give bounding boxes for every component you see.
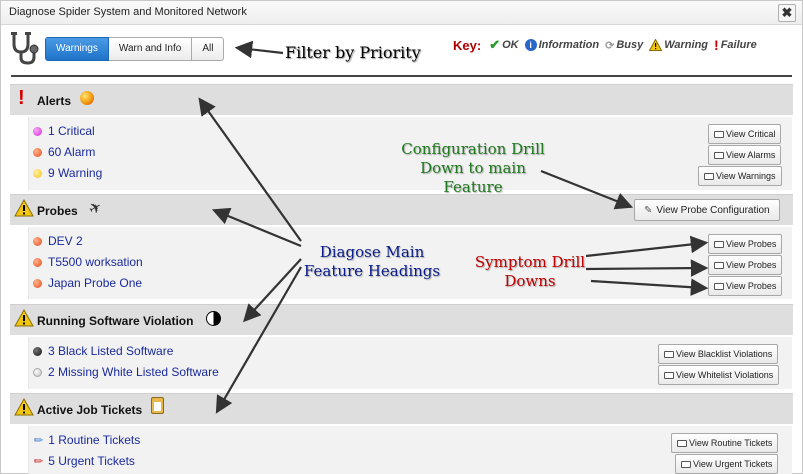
warning-icon — [14, 199, 34, 217]
annotation-feature-headings: Diagose Main Feature Headings — [303, 243, 441, 280]
annotation-symptom: Symptom Drill Downs — [474, 253, 586, 290]
exclamation-icon: ! — [18, 87, 25, 109]
view-critical-button[interactable]: View Critical — [708, 124, 782, 144]
status-bullet — [33, 168, 42, 178]
key-busy: ⟳ Busy — [605, 39, 644, 52]
section-body-alerts — [28, 117, 792, 190]
section-title-probes: Probes — [37, 204, 78, 218]
section-title-software: Running Software Violation — [37, 314, 194, 328]
clipboard-icon — [151, 397, 164, 414]
view-probes-button[interactable]: View Probes — [708, 234, 783, 254]
section-header-software[interactable]: Running Software Violation — [10, 304, 793, 335]
view-whitelist-violations-button[interactable]: View Whitelist Violations — [658, 365, 780, 385]
pin-icon: ✐ — [29, 432, 45, 448]
list-item[interactable]: DEV 2 — [33, 233, 83, 249]
folder-icon — [704, 172, 714, 180]
key-failure: ! Failure — [714, 37, 757, 53]
status-bullet — [33, 278, 42, 288]
annotation-filter: Filter by Priority — [285, 43, 421, 62]
section-title-alerts: Alerts — [37, 94, 72, 108]
list-item[interactable]: 3 Black Listed Software — [33, 343, 173, 359]
section-body-tickets — [28, 426, 792, 474]
status-bullet — [33, 346, 42, 356]
section-title-tickets: Active Job Tickets — [37, 403, 143, 417]
list-item[interactable]: Japan Probe One — [33, 275, 142, 291]
view-probes-button[interactable]: View Probes — [708, 276, 783, 296]
check-icon: ✔ — [489, 37, 501, 52]
folder-icon — [664, 350, 674, 358]
list-item[interactable]: ✐ 1 Routine Tickets — [29, 432, 141, 448]
warning-icon — [14, 398, 34, 416]
filter-all-button[interactable]: All — [192, 37, 225, 61]
folder-icon — [714, 282, 724, 290]
list-item[interactable]: 1 Critical — [33, 123, 95, 139]
close-button[interactable]: ✖ — [778, 4, 796, 22]
folder-icon — [681, 460, 691, 468]
status-bullet — [33, 236, 42, 246]
list-item[interactable]: 60 Alarm — [33, 144, 95, 160]
folder-icon — [677, 439, 687, 447]
view-routine-tickets-button[interactable]: View Routine Tickets — [671, 433, 779, 453]
exclamation-icon: ! — [714, 37, 719, 53]
section-header-alerts[interactable]: ! Alerts — [10, 84, 793, 115]
section-header-tickets[interactable]: Active Job Tickets — [10, 393, 793, 424]
folder-icon — [714, 130, 724, 138]
list-item[interactable]: 9 Warning — [33, 165, 102, 181]
view-warnings-button[interactable]: View Warnings — [698, 166, 782, 186]
list-item[interactable]: ✐ 5 Urgent Tickets — [29, 453, 135, 469]
list-item[interactable]: T5500 worksation — [33, 254, 143, 270]
key-label: Key: — [453, 37, 482, 53]
view-probes-button[interactable]: View Probes — [708, 255, 783, 275]
status-key: Key: ✔ OK i Information ⟳ Busy Warning !… — [453, 37, 763, 53]
folder-icon — [714, 240, 724, 248]
status-bullet — [33, 367, 42, 377]
filter-warnings-button[interactable]: Warnings — [45, 37, 109, 61]
title-bar: Diagnose Spider System and Monitored Net… — [1, 1, 802, 25]
satellite-icon: ✈ — [85, 197, 106, 219]
folder-icon — [664, 371, 674, 379]
annotation-config: Configuration Drill Down to main Feature — [401, 140, 545, 196]
filter-warn-and-info-button[interactable]: Warn and Info — [108, 37, 193, 61]
warning-icon — [649, 39, 663, 51]
stethoscope-icon — [11, 32, 39, 65]
key-warning: Warning — [649, 39, 708, 51]
separator — [11, 75, 792, 77]
view-probe-configuration-button[interactable]: ✎View Probe Configuration — [634, 199, 780, 221]
window-title: Diagnose Spider System and Monitored Net… — [9, 6, 247, 18]
pencil-icon: ✎ — [644, 204, 653, 216]
list-item[interactable]: 2 Missing White Listed Software — [33, 364, 219, 380]
status-bullet — [33, 257, 42, 267]
warning-icon — [14, 309, 34, 327]
key-ok: ✔ OK — [489, 37, 519, 52]
status-bullet — [33, 147, 42, 157]
view-blacklist-violations-button[interactable]: View Blacklist Violations — [658, 344, 779, 364]
folder-icon — [714, 151, 724, 159]
key-information: i Information — [524, 39, 599, 51]
status-bullet — [33, 126, 42, 136]
alarm-ball-icon — [80, 91, 94, 105]
half-circle-icon — [206, 311, 221, 326]
pin-icon: ✐ — [29, 453, 45, 469]
info-icon: i — [524, 39, 537, 51]
priority-filter: Warnings Warn and Info All — [45, 37, 225, 61]
section-header-probes[interactable]: Probes ✈ ✎View Probe Configuration — [10, 194, 793, 225]
view-urgent-tickets-button[interactable]: View Urgent Tickets — [675, 454, 779, 474]
folder-icon — [714, 261, 724, 269]
view-alarms-button[interactable]: View Alarms — [708, 145, 782, 165]
busy-icon: ⟳ — [605, 39, 615, 52]
